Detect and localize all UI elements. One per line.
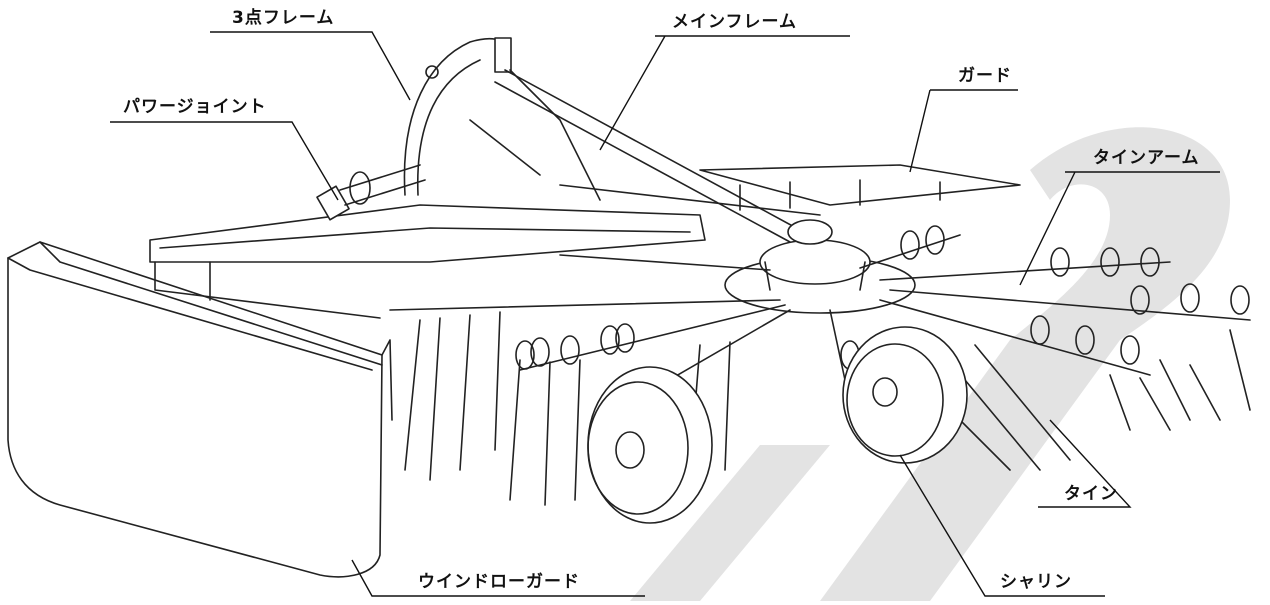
chassis-drawing	[149, 204, 706, 319]
label-tine: タイン	[1064, 484, 1118, 504]
label-three-point-frame: 3点フレーム	[232, 8, 335, 28]
label-guard: ガード	[958, 66, 1012, 86]
left-wheel-drawing	[587, 366, 713, 524]
tines-drawing	[404, 311, 1251, 506]
leader-tine	[1038, 419, 1132, 508]
leader-tine-arm	[1019, 171, 1220, 286]
power-joint-drawing	[316, 164, 426, 221]
leader-three-point-frame	[210, 31, 411, 101]
main-frame-drawing	[494, 69, 821, 243]
leader-lines	[110, 31, 1220, 597]
leader-guard	[909, 89, 1018, 173]
guard-drawing	[699, 164, 1021, 211]
label-power-joint: パワージョイント	[123, 97, 267, 117]
label-tine-arm: タインアーム	[1093, 148, 1200, 168]
leader-windrow-guard	[351, 559, 645, 597]
label-windrow-guard: ウインドローガード	[418, 572, 580, 592]
windrow-guard-drawing	[7, 241, 393, 578]
watermark	[630, 127, 1230, 601]
label-main-frame: メインフレーム	[672, 12, 797, 32]
label-wheel: シャリン	[1000, 572, 1072, 592]
leader-power-joint	[110, 121, 339, 201]
rotor-hub-drawing	[724, 219, 916, 314]
tine-springs-drawing	[515, 225, 1250, 370]
leader-wheel	[899, 454, 1105, 597]
three-point-frame-drawing	[403, 37, 601, 201]
right-wheel-drawing	[842, 326, 968, 464]
leader-main-frame	[599, 35, 850, 151]
